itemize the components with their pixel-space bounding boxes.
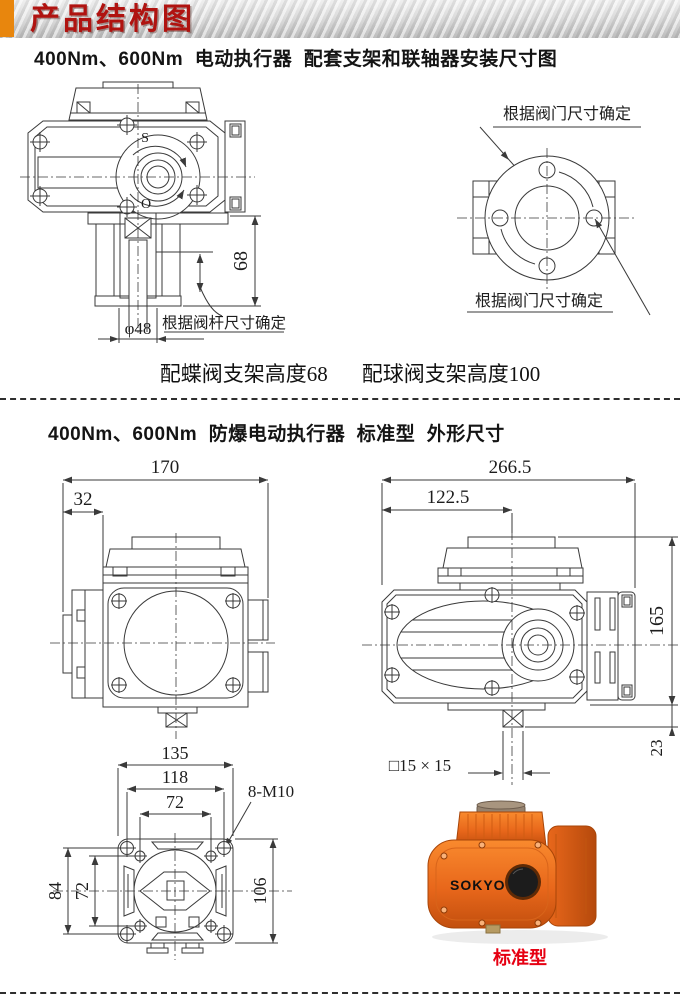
dim-118: 118 xyxy=(126,767,225,840)
dim-32: 32 xyxy=(63,489,104,581)
svg-text:φ48: φ48 xyxy=(125,319,152,338)
photo-shadow xyxy=(432,930,608,944)
dim-68: 68 xyxy=(183,215,261,307)
corner-holes xyxy=(118,839,233,943)
stem-note-label: 根据阀杆尺寸确定 xyxy=(162,314,286,332)
dim-square-shaft: □15 × 15 xyxy=(389,731,550,780)
caption-ball: 配球阀支架高度100 xyxy=(361,362,541,386)
flange-drawing: 根据阀门尺寸确定 根据阀门尺寸确定 xyxy=(457,105,651,316)
dim-165: 165 xyxy=(558,536,678,706)
svg-text:266.5: 266.5 xyxy=(489,457,532,478)
product-caption: 标准型 xyxy=(493,948,547,968)
svg-text:23: 23 xyxy=(647,740,666,757)
open-direction-label: O xyxy=(141,197,151,212)
svg-text:122.5: 122.5 xyxy=(427,487,470,508)
side-view-drawing: 170 32 xyxy=(50,457,275,739)
dim-266-5: 266.5 xyxy=(381,457,636,588)
svg-text:165: 165 xyxy=(646,606,668,636)
dim-170: 170 xyxy=(62,457,269,612)
section-divider xyxy=(0,398,680,400)
front-screws xyxy=(384,587,585,696)
shut-direction-label: S xyxy=(141,131,149,146)
front-view-drawing: 266.5 122.5 xyxy=(362,457,678,785)
dim-135: 135 xyxy=(117,743,234,836)
bottom-view-drawing: 135 118 72 8-M10 xyxy=(45,743,294,960)
product-photo: SOKYO xyxy=(427,800,608,944)
actuator-product: SOKYO xyxy=(427,800,597,934)
bottom-divider xyxy=(0,992,680,994)
header-banner: 产品结构图 xyxy=(0,0,680,38)
svg-text:8-M10: 8-M10 xyxy=(248,782,294,801)
svg-text:135: 135 xyxy=(162,743,189,763)
actuator-body-front: S O xyxy=(27,115,246,220)
svg-text:32: 32 xyxy=(74,489,93,510)
dim-phi48: φ48 xyxy=(98,308,204,343)
svg-text:根据阀门尺寸确定: 根据阀门尺寸确定 xyxy=(503,105,631,123)
dim-72-vertical: 72 xyxy=(72,855,134,927)
svg-text:72: 72 xyxy=(166,792,184,812)
dim-23: 23 xyxy=(525,696,678,757)
valve-note-top: 根据阀门尺寸确定 xyxy=(493,105,641,128)
svg-text:72: 72 xyxy=(72,882,92,900)
actuator-bracket-drawing: S O xyxy=(20,81,286,343)
right-terminal-boxes xyxy=(247,599,269,693)
svg-text:106: 106 xyxy=(250,878,270,905)
brand-text: SOKYO xyxy=(450,877,506,893)
inner-holes xyxy=(133,849,218,933)
bracket-height-caption: 配蝶阀支架高度68 配球阀支架高度100 xyxy=(120,358,580,388)
dim-84: 84 xyxy=(45,847,121,935)
page-title: 产品结构图 xyxy=(30,3,195,36)
knob xyxy=(508,867,538,897)
body-screws xyxy=(440,841,542,927)
dim-8-m10: 8-M10 xyxy=(225,782,294,847)
svg-text:84: 84 xyxy=(45,882,65,900)
svg-text:118: 118 xyxy=(162,767,188,787)
svg-text:□15 × 15: □15 × 15 xyxy=(389,756,451,775)
svg-text:根据阀门尺寸确定: 根据阀门尺寸确定 xyxy=(475,292,603,310)
dim-72-horizontal: 72 xyxy=(139,792,212,849)
section1-title: 400Nm、600Nm 电动执行器 配套支架和联轴器安装尺寸图 xyxy=(34,49,558,70)
left-connector xyxy=(62,589,104,699)
cover-screws xyxy=(30,115,207,217)
dim-106: 106 xyxy=(235,838,278,944)
valve-note-bottom: 根据阀门尺寸确定 xyxy=(467,292,613,313)
terminal-box xyxy=(586,591,636,701)
section2-title: 400Nm、600Nm 防爆电动执行器 标准型 外形尺寸 xyxy=(48,424,505,445)
stem-depth-note: 根据阀杆尺寸确定 xyxy=(156,251,286,333)
bottom-fitting xyxy=(485,924,501,934)
svg-text:68: 68 xyxy=(230,251,252,271)
caption-butterfly: 配蝶阀支架高度68 xyxy=(159,362,328,386)
bottom-bolts xyxy=(146,942,204,954)
svg-text:170: 170 xyxy=(151,457,180,478)
face-screws xyxy=(111,593,241,693)
dim-122-5: 122.5 xyxy=(382,487,513,533)
accent-block xyxy=(0,0,14,37)
